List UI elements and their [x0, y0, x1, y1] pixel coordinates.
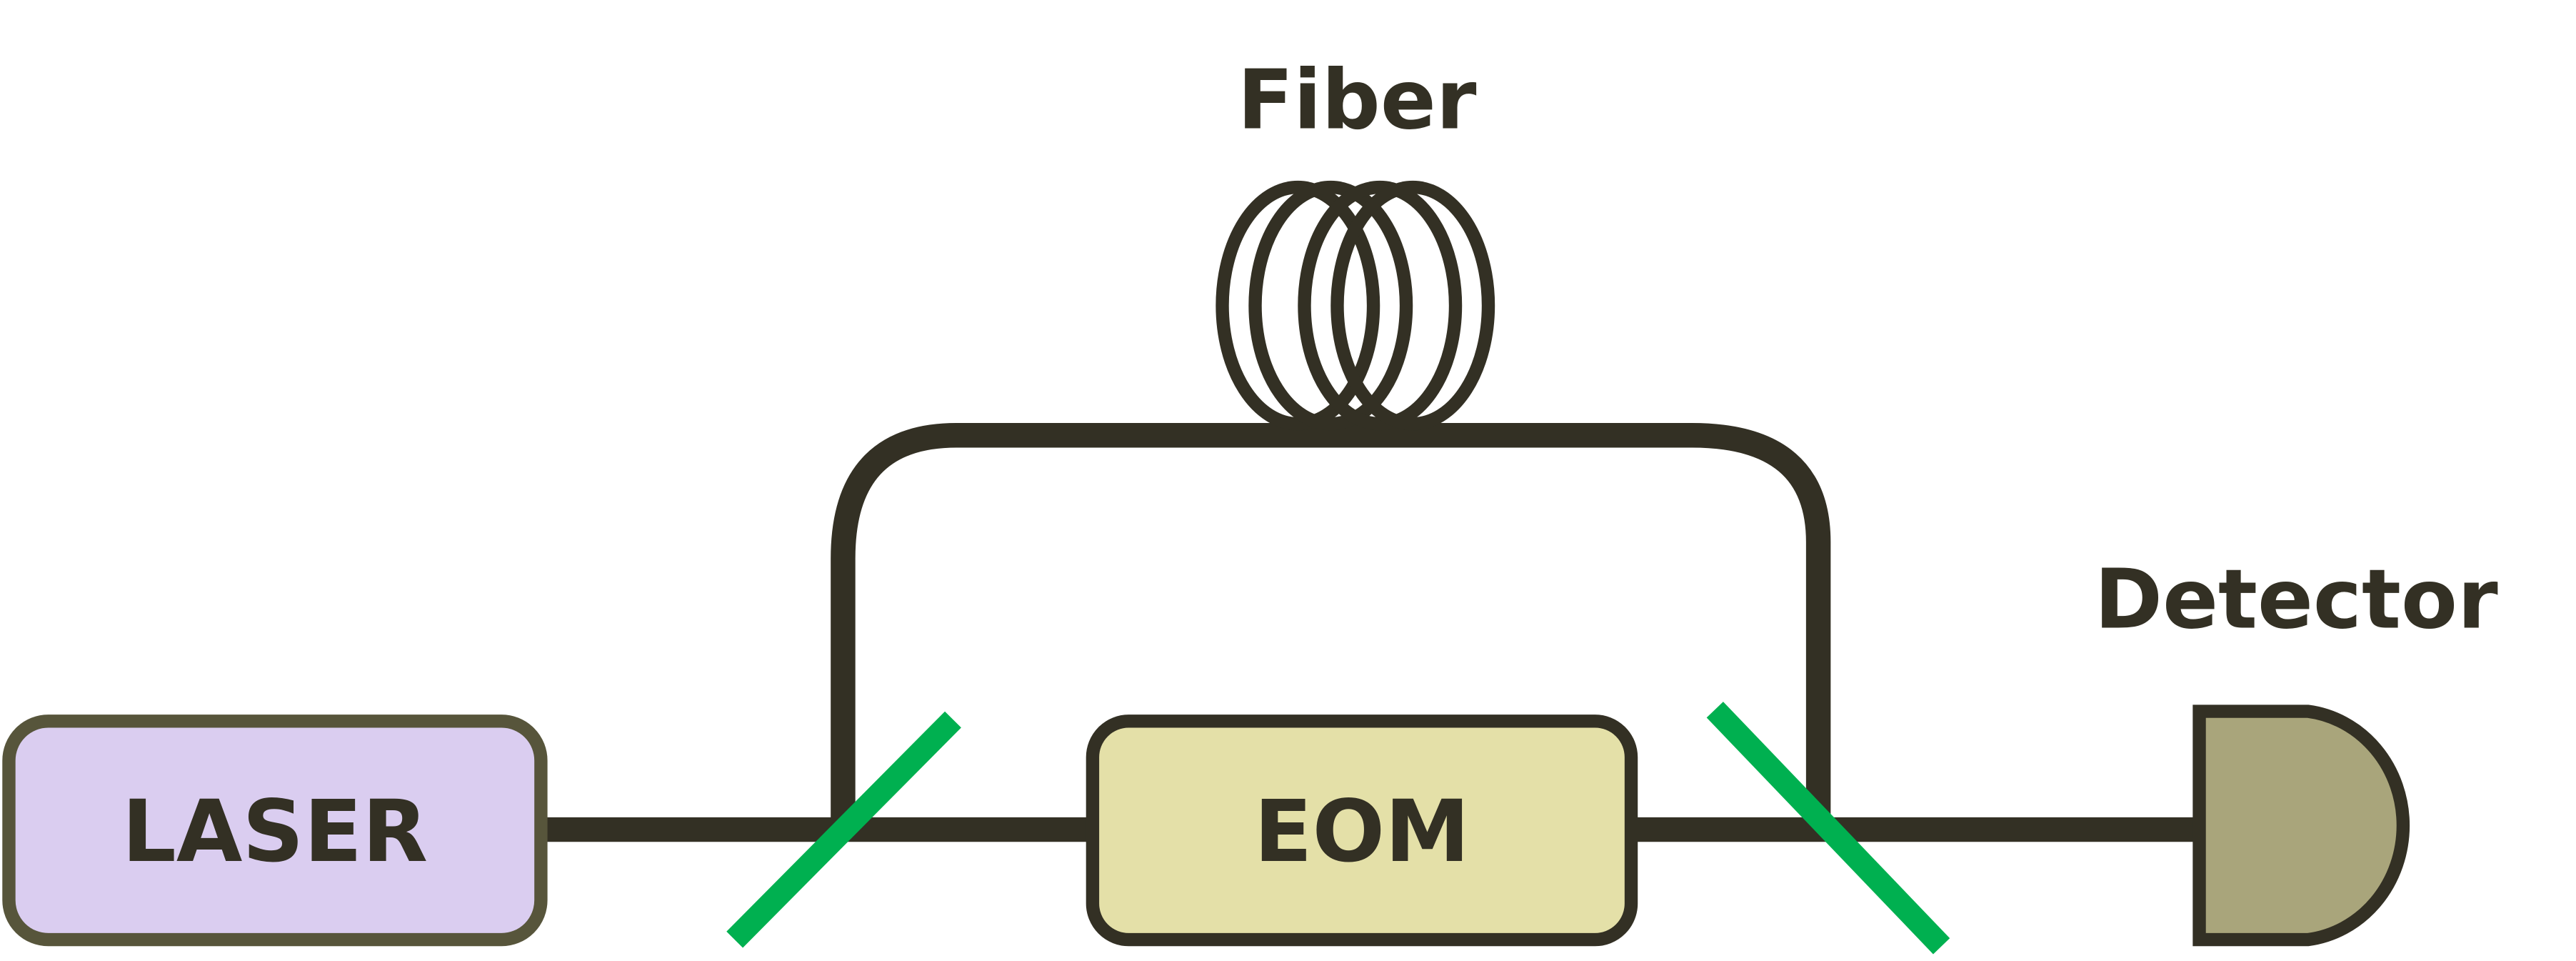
beam-splitter-1 [726, 711, 961, 948]
laser-box: LASER [2, 714, 548, 947]
detector-label: Detector [2095, 552, 2498, 647]
laser-label: LASER [122, 782, 429, 882]
fiber-loop-path [831, 423, 1831, 830]
eom-label: EOM [1254, 782, 1470, 882]
eom-box: EOM [1086, 714, 1638, 947]
fiber-coil-icon [1216, 180, 1495, 431]
detector-icon [2192, 704, 2410, 947]
beam-splitter-2 [1706, 702, 1950, 955]
fiber-label: Fiber [1238, 52, 1477, 148]
